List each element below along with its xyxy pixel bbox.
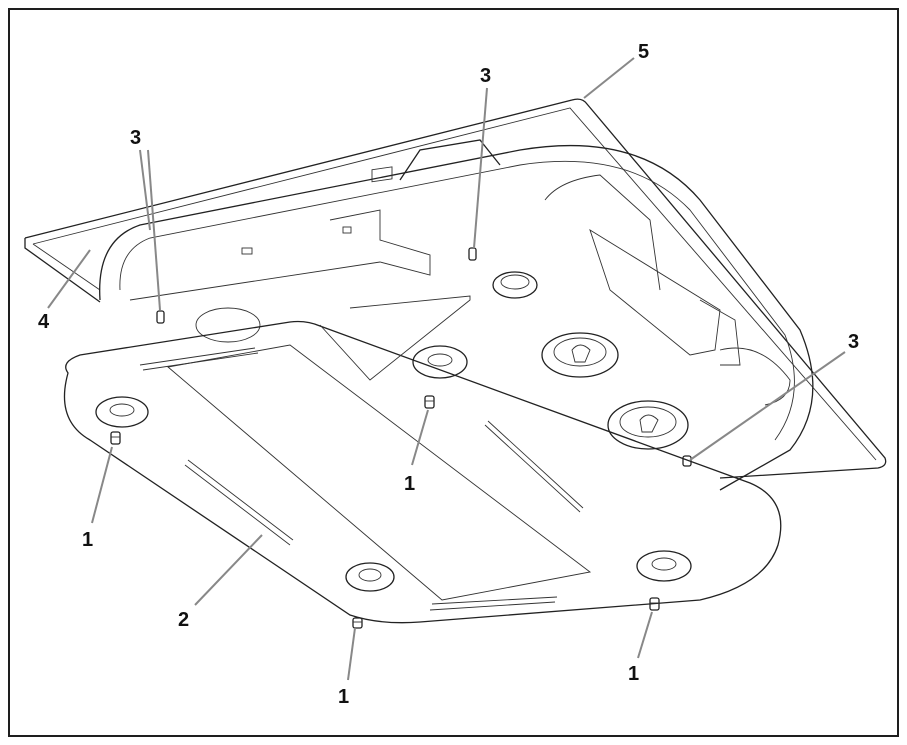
leader-3-left-extra: [139, 149, 151, 231]
mounting-plate: [63, 295, 782, 624]
callout-5: 5: [638, 41, 649, 63]
screw-bottom: [352, 617, 363, 629]
callout-labels: 5 3 3 3 4 1 1 2 1 1: [38, 41, 859, 708]
screw-right: [649, 597, 660, 611]
leader-4: [47, 249, 91, 309]
leader-5: [583, 57, 635, 99]
ceiling-frame: [24, 98, 887, 479]
leader-3-top: [473, 87, 488, 249]
leader-3-right: [689, 351, 846, 461]
callout-1-right: 1: [628, 663, 639, 685]
leader-1-bottom: [347, 627, 356, 681]
leader-1-right: [637, 611, 653, 659]
leader-3-left: [147, 149, 161, 311]
leader-1-center: [411, 409, 429, 466]
callout-3-right: 3: [848, 331, 859, 353]
callout-1-left: 1: [82, 529, 93, 551]
leader-2: [194, 534, 263, 606]
screws: [110, 395, 660, 629]
callout-4: 4: [38, 311, 50, 333]
leader-lines: [47, 57, 846, 681]
callout-1-center: 1: [404, 473, 415, 495]
callout-3-left: 3: [130, 127, 141, 149]
callout-2: 2: [178, 609, 189, 631]
callout-1-bottom: 1: [338, 686, 349, 708]
screw-left: [110, 431, 121, 445]
screw-center: [424, 395, 435, 409]
leader-1-left: [91, 446, 113, 524]
callout-3-top: 3: [480, 65, 491, 87]
